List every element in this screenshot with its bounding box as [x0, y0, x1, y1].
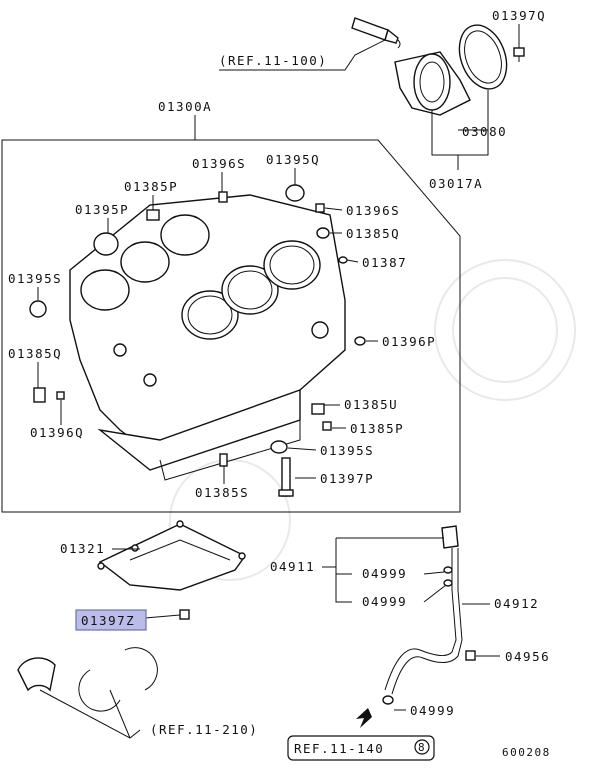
rear-oil-seal-assembly [351, 17, 525, 116]
part-01321[interactable]: 01321 [60, 541, 105, 556]
oil-level-gauge [382, 525, 476, 705]
part-01397Q[interactable]: 01397Q [492, 8, 546, 23]
part-04999-a[interactable]: 04999 [362, 566, 407, 581]
part-01397Z[interactable]: 01397Z [81, 613, 135, 628]
part-01395P[interactable]: 01395P [75, 202, 129, 217]
engine-block-frame [1, 139, 461, 513]
part-04956[interactable]: 04956 [505, 649, 550, 664]
part-01396S-a[interactable]: 01396S [192, 156, 246, 171]
part-01385Q-a[interactable]: 01385Q [346, 226, 400, 241]
small-parts [29, 184, 366, 497]
part-01385S[interactable]: 01385S [195, 485, 249, 500]
ref-label-top[interactable]: (REF.11-100) [219, 53, 327, 68]
figure-code: 600208 [502, 746, 551, 759]
part-03080[interactable]: 03080 [462, 124, 507, 139]
part-03017A[interactable]: 03017A [429, 176, 483, 191]
ref-box-label[interactable]: REF.11-140 [294, 741, 384, 756]
ref-label-bottom[interactable]: (REF.11-210) [150, 722, 258, 737]
ref-box-number: 8 [418, 741, 426, 754]
part-01385Q-b[interactable]: 01385Q [8, 346, 62, 361]
part-04912[interactable]: 04912 [494, 596, 539, 611]
ref-box-circle [414, 739, 430, 755]
cylinder-block [69, 194, 346, 481]
part-01395S-a[interactable]: 01395S [8, 271, 62, 286]
part-04999-b[interactable]: 04999 [362, 594, 407, 609]
part-01300A[interactable]: 01300A [158, 99, 212, 114]
thrust-bearings [17, 647, 158, 712]
part-01397P[interactable]: 01397P [320, 471, 374, 486]
part-04999-c[interactable]: 04999 [410, 703, 455, 718]
part-01385P-b[interactable]: 01385P [350, 421, 404, 436]
part-01396S-b[interactable]: 01396S [346, 203, 400, 218]
highlight-box [75, 609, 147, 631]
ladder-frame-plate [97, 520, 247, 620]
part-04911[interactable]: 04911 [270, 559, 315, 574]
part-01385P-a[interactable]: 01385P [124, 179, 178, 194]
leader-lines [37, 24, 520, 739]
part-01385U[interactable]: 01385U [344, 397, 398, 412]
arrow-icon [356, 708, 372, 728]
part-01396Q[interactable]: 01396Q [30, 425, 84, 440]
part-01396P[interactable]: 01396P [382, 334, 436, 349]
part-01395Q[interactable]: 01395Q [266, 152, 320, 167]
ref-box[interactable] [287, 735, 435, 761]
watermark [169, 259, 576, 581]
part-01387[interactable]: 01387 [362, 255, 407, 270]
part-01395S-b[interactable]: 01395S [320, 443, 374, 458]
